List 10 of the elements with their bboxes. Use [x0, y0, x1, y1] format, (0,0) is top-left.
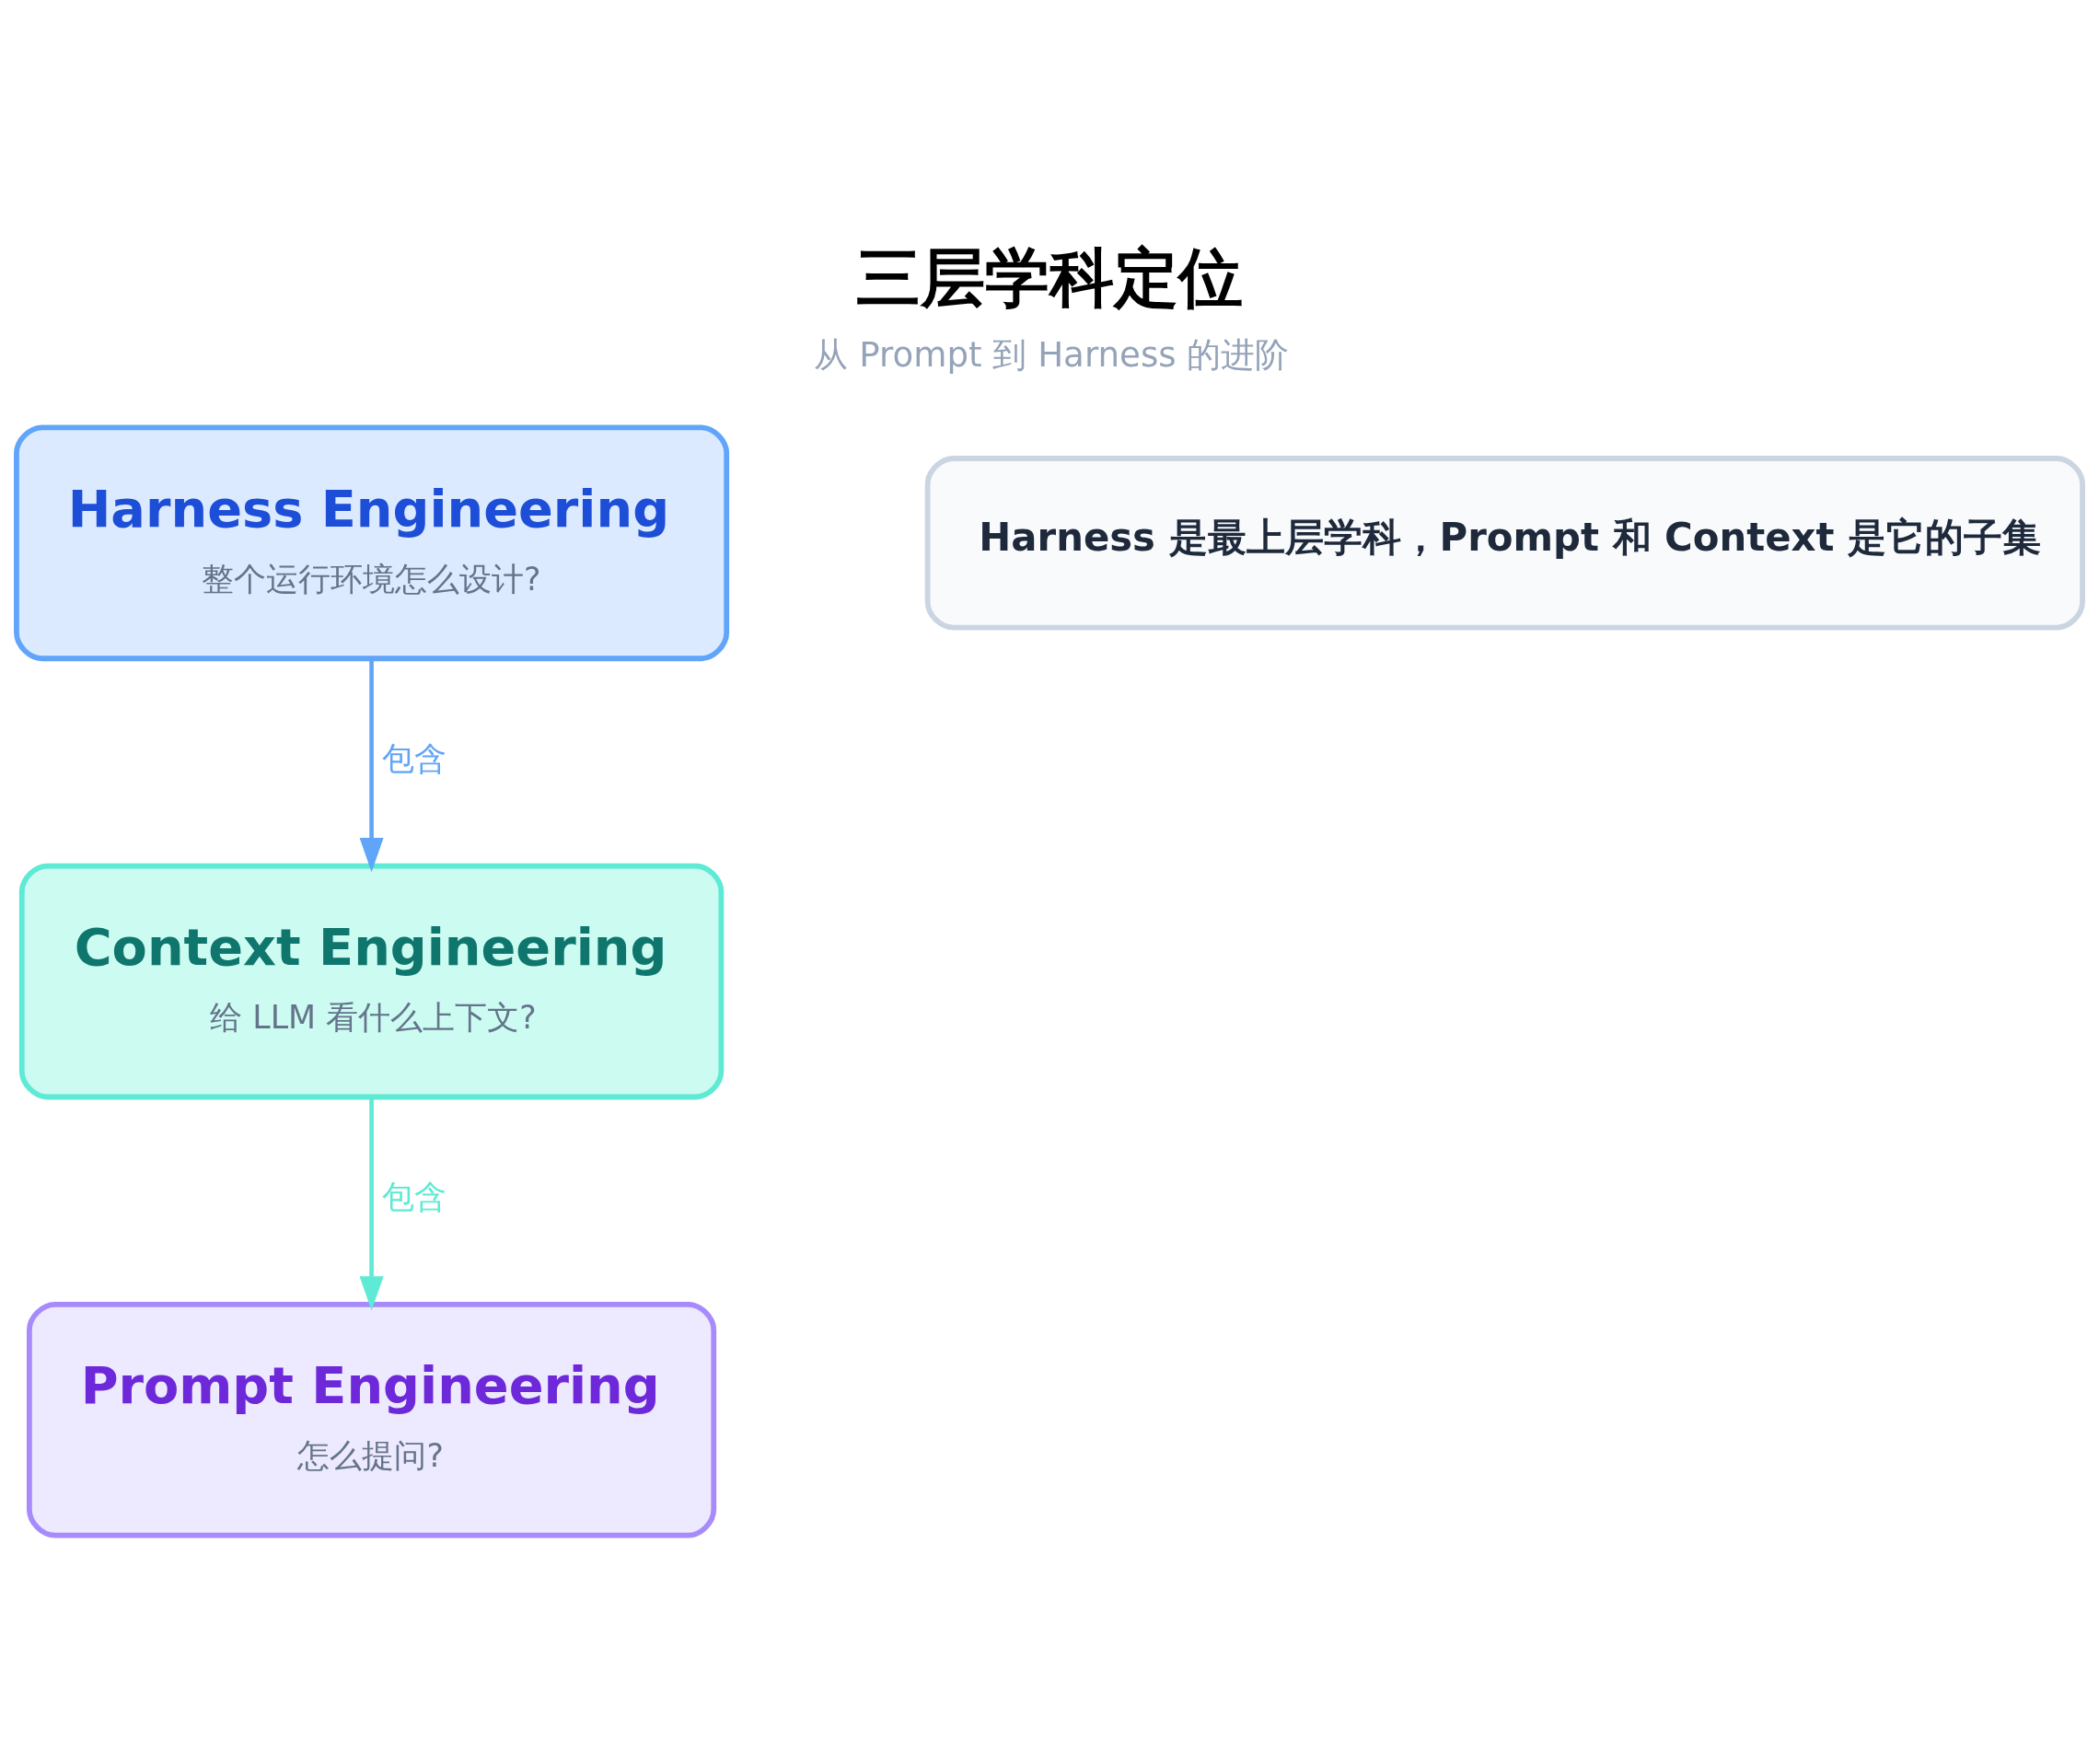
arrow [359, 1097, 384, 1311]
edge-label: 包含 [381, 1178, 446, 1216]
node-box: Context Engineering 给 LLM 看什么上下文? [18, 863, 725, 1100]
edge-label: 包含 [381, 740, 446, 778]
caption: 从 Prompt 到 Harness 的进阶 [814, 334, 1290, 375]
node-box: Prompt Engineering 怎么提问? [26, 1301, 717, 1538]
node-box: Harness 是最上层学科，Prompt 和 Context 是它的子集 [924, 456, 2085, 631]
arrow [359, 658, 384, 873]
diagram-title: 三层学科定位 [855, 240, 1243, 316]
node-box: Harness Engineering 整个运行环境怎么设计? [14, 424, 730, 662]
